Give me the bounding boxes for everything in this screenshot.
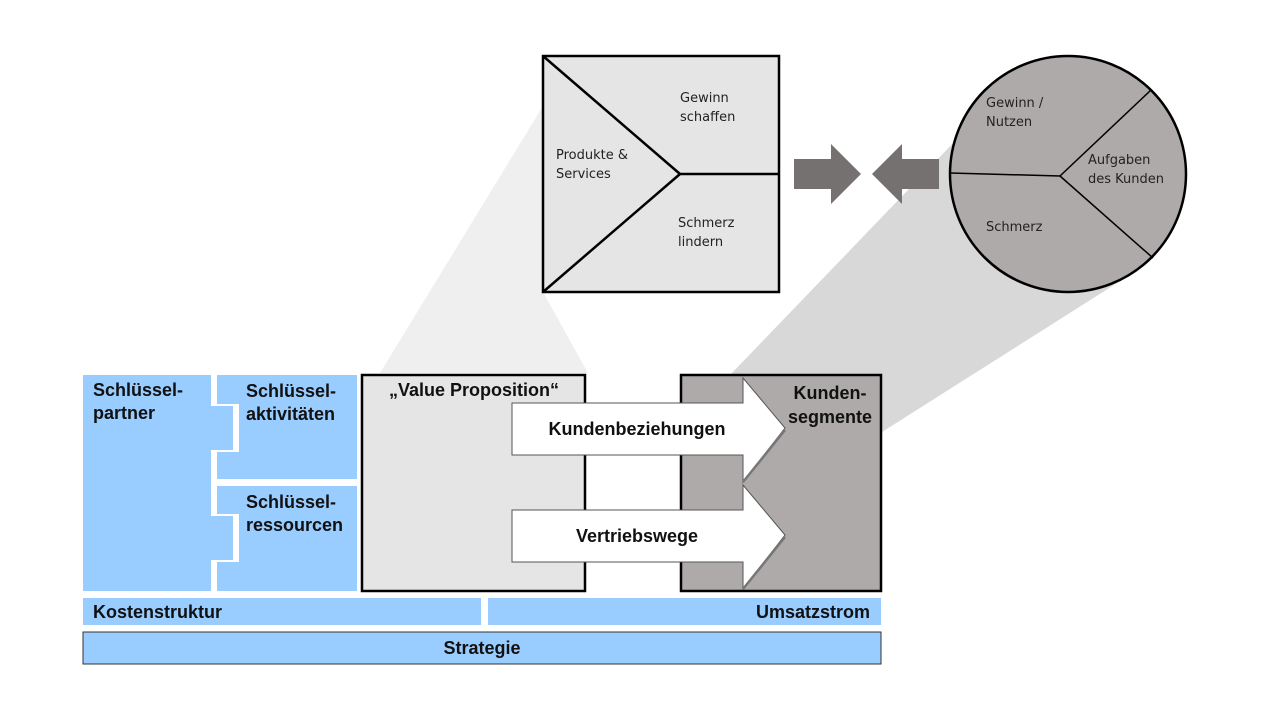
strategy-label: Strategie [443, 638, 520, 658]
customer-segments-label-line2: segmente [788, 407, 872, 427]
key-resources-box [217, 486, 357, 591]
right-arrow-icon [794, 144, 861, 204]
cost-structure-label: Kostenstruktur [93, 602, 222, 622]
customer-jobs-label-line1: Aufgaben [1088, 153, 1150, 168]
value-map-projection-beam [380, 106, 588, 373]
customer-relationships-label: Kundenbeziehungen [549, 419, 726, 439]
customer-segments-label-line1: Kunden- [794, 383, 867, 403]
revenue-streams-box [488, 598, 881, 625]
value-map-divider-upper [542, 55, 681, 175]
customer-profile-divider-left [949, 172, 1061, 177]
key-activities-box [217, 375, 357, 479]
value-proposition-label: „Value Proposition“ [389, 380, 559, 400]
key-partners-box [83, 375, 233, 591]
revenue-streams-label: Umsatzstrom [756, 602, 870, 622]
pains-label: Schmerz [986, 220, 1043, 235]
customer-relationships-arrow-shadow [742, 429, 786, 483]
products-services-label-line2: Services [556, 167, 611, 182]
key-partners-label-line2: partner [93, 403, 155, 423]
gain-creators-label-line2: schaffen [680, 110, 735, 125]
value-map-divider-lower [542, 173, 681, 293]
cost-structure-box [83, 598, 481, 625]
strategy-box [82, 631, 882, 665]
customer-profile-divider-lower [1059, 175, 1154, 259]
gains-label-line1: Gewinn / [986, 96, 1044, 111]
left-arrow-icon [872, 144, 939, 204]
gain-creators-label-line1: Gewinn [680, 91, 729, 106]
pain-relievers-label-line1: Schmerz [678, 216, 735, 231]
pain-relievers-label-line2: lindern [678, 235, 723, 250]
key-resources-label-line2: ressourcen [246, 515, 343, 535]
key-activities-label-line1: Schlüssel- [246, 381, 336, 401]
customer-jobs-label-line2: des Kunden [1088, 172, 1164, 187]
gains-label-line2: Nutzen [986, 115, 1032, 130]
customer-profile-divider-upper [1059, 89, 1152, 177]
products-services-label-line1: Produkte & [556, 148, 628, 163]
key-partners-label-line1: Schlüssel- [93, 380, 183, 400]
customer-profile-circle [948, 54, 1188, 294]
key-resources-label-line1: Schlüssel- [246, 492, 336, 512]
channels-label: Vertriebswege [576, 526, 698, 546]
key-activities-label-line2: aktivitäten [246, 404, 335, 424]
channels-arrow-shadow [742, 536, 786, 590]
